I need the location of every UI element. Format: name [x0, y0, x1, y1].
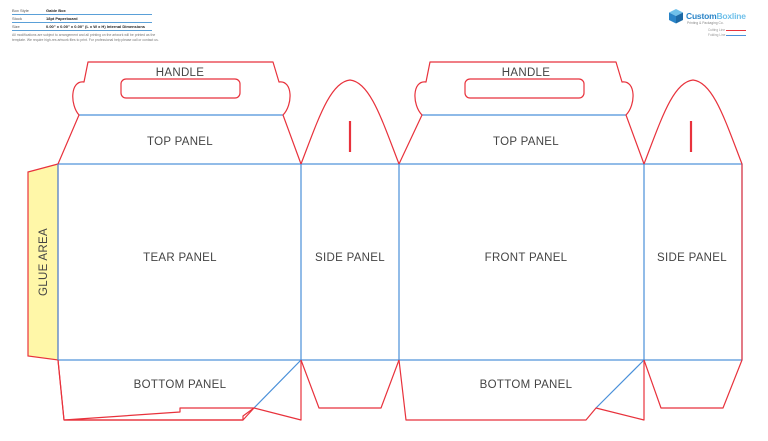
front-panel-label: FRONT PANEL — [485, 252, 568, 264]
legend-cut: Cutting Line — [708, 28, 746, 32]
spec-table: Box Style Gable Box Stock 18pt Paperboar… — [12, 7, 159, 42]
glue-area-label: GLUE AREA — [38, 228, 50, 296]
brand-logo: CustomBoxline Printing & Packaging Co. C… — [668, 8, 758, 40]
spec-value: 18pt Paperboard — [46, 15, 78, 21]
box-logo-icon — [669, 9, 683, 24]
spec-key: Box Style — [12, 7, 29, 13]
spec-row-size: Size 0.00" x 0.00" x 0.00" (L x W x H) I… — [12, 23, 152, 31]
top-panel-left-label: TOP PANEL — [147, 136, 213, 148]
legend-fold: Folding Line — [708, 33, 746, 37]
side-panel-left-label: SIDE PANEL — [315, 252, 385, 264]
spec-value: Gable Box — [46, 7, 66, 13]
spec-row-style: Box Style Gable Box — [12, 7, 152, 15]
top-panel-right-label: TOP PANEL — [493, 136, 559, 148]
spec-value: 0.00" x 0.00" x 0.00" (L x W x H) Intern… — [46, 23, 145, 29]
handle-right-label: HANDLE — [502, 67, 550, 79]
brand-name-main: Custom — [686, 11, 717, 21]
tear-panel-label: TEAR PANEL — [143, 252, 217, 264]
spec-row-stock: Stock 18pt Paperboard — [12, 15, 152, 23]
handle-left-label: HANDLE — [156, 67, 204, 79]
legend-cut-swatch — [726, 29, 746, 31]
spec-note: All modifications are subject to arrange… — [12, 33, 159, 42]
brand-tagline: Printing & Packaging Co. — [687, 21, 724, 25]
brand-name: CustomBoxline — [686, 11, 746, 21]
bottom-panel-right-label: BOTTOM PANEL — [480, 379, 573, 391]
legend-fold-label: Folding Line — [708, 33, 726, 37]
cut-lines — [57, 61, 743, 421]
spec-key: Stock — [12, 15, 23, 21]
legend-fold-swatch — [726, 34, 746, 36]
spec-key: Size — [12, 23, 20, 29]
brand-name-accent: Boxline — [716, 11, 746, 21]
legend-cut-label: Cutting Line — [708, 28, 726, 32]
side-panel-right-label: SIDE PANEL — [657, 252, 727, 264]
bottom-panel-left-label: BOTTOM PANEL — [134, 379, 227, 391]
